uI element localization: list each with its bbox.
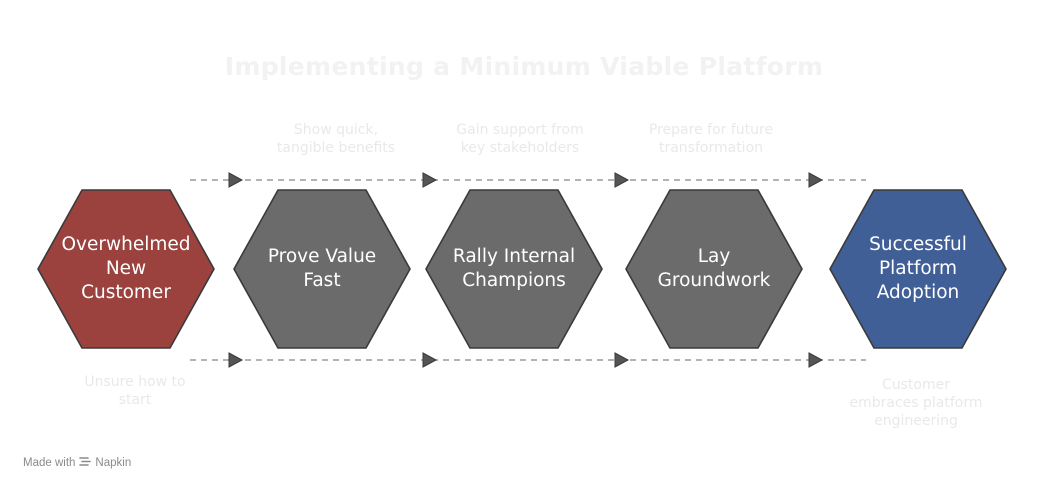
- caption-line: Show quick,: [293, 122, 379, 138]
- caption-overwhelmed: Unsure how to start: [35, 373, 235, 409]
- stage-label-line: Platform: [878, 258, 958, 279]
- stage-hexagon: [37, 189, 215, 349]
- arrow-head-icon: [808, 352, 824, 368]
- caption-line: tangible benefits: [276, 140, 396, 156]
- caption-line: engineering: [874, 413, 958, 429]
- footer: Made with Napkin: [23, 455, 131, 471]
- stage-label-line: Successful: [869, 234, 967, 255]
- stage-label-line: Prove Value: [267, 246, 377, 267]
- stage-hexagon: [625, 189, 803, 349]
- arrow-head-icon: [808, 172, 824, 188]
- stage-label-line: Overwhelmed: [61, 234, 191, 255]
- stage-hexagon: [829, 189, 1007, 349]
- caption-lay-groundwork: Prepare for future transformation: [611, 121, 811, 157]
- caption-prove-value: Show quick, tangible benefits: [236, 121, 436, 157]
- napkin-brand-text: Napkin: [95, 457, 132, 469]
- stage-label-line: Adoption: [876, 282, 960, 303]
- made-with-text: Made with: [23, 457, 76, 469]
- stage-hexagon: [233, 189, 411, 349]
- arrow-head-icon: [614, 352, 630, 368]
- arrow-head-icon: [422, 352, 438, 368]
- caption-line: Prepare for future: [648, 122, 774, 138]
- arrow-head-icon: [228, 172, 244, 188]
- caption-line: transformation: [658, 140, 764, 156]
- diagram-title: Implementing a Minimum Viable Platform: [224, 52, 824, 81]
- stage-label-line: Fast: [303, 270, 341, 291]
- caption-successful: Customer embraces platform engineering: [816, 376, 1016, 430]
- caption-line: key stakeholders: [460, 140, 580, 156]
- caption-line: Gain support from: [456, 122, 584, 138]
- arrow-head-icon: [614, 172, 630, 188]
- arrow-head-icon: [422, 172, 438, 188]
- stage-label-line: Rally Internal: [452, 246, 576, 267]
- caption-line: embraces platform: [849, 395, 983, 411]
- stage-label-line: Customer: [81, 282, 171, 303]
- stage-hexagon: [425, 189, 603, 349]
- stage-label-line: New: [105, 258, 147, 279]
- stage-label-line: Champions: [462, 270, 566, 291]
- caption-rally-champions: Gain support from key stakeholders: [420, 121, 620, 157]
- stage-label-line: Groundwork: [657, 270, 771, 291]
- napkin-logo-icon: [79, 455, 92, 471]
- caption-line: start: [118, 392, 152, 408]
- arrow-head-icon: [228, 352, 244, 368]
- caption-line: Customer: [881, 377, 950, 393]
- stage-label-line: Lay: [697, 246, 731, 267]
- caption-line: Unsure how to: [84, 374, 186, 390]
